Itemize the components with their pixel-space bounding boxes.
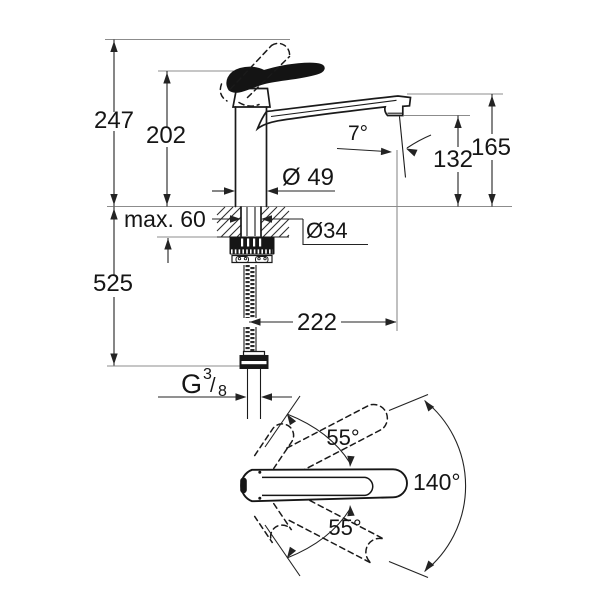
dim-label-140: 140° (413, 469, 461, 495)
handle-dashed-upper-stub (253, 423, 295, 470)
handle-dashed-lower-stub (253, 502, 293, 544)
mounting-shank (240, 206, 262, 237)
handle-top-solid (240, 468, 408, 503)
hose-fitting (239, 350, 269, 369)
handle-knob-mark (240, 477, 247, 494)
faucet-body (219, 42, 412, 208)
dim-angle-upper-55: 55° (264, 395, 360, 467)
dim-label-165: 165 (471, 134, 511, 161)
handle-inner-line (262, 476, 374, 497)
countertop-hatch (216, 206, 290, 238)
dim-outlet-angle: 7° (336, 122, 432, 157)
dim-label-thread: G 3 / 8 (181, 366, 227, 400)
dim-thread: G 3 / 8 (158, 366, 292, 401)
dim-label-max60: max. 60 (124, 206, 206, 232)
dim-spout-reach: 222 (249, 309, 397, 336)
dim-angle-lower-55: 55° (264, 505, 362, 577)
handle-dashed-lower (288, 495, 385, 564)
handle-dot-bottom (258, 496, 262, 500)
lever-raised-dashed (219, 42, 291, 107)
dim-angle-total-140: 140° (388, 393, 467, 579)
handle-outline (240, 468, 408, 503)
dim-label-202: 202 (146, 122, 186, 149)
dim-label-dia34: Ø34 (306, 218, 348, 243)
dim-label-55-lower: 55° (328, 515, 361, 540)
dim-shank-diameter: Ø34 (212, 215, 368, 246)
handle-dashed-upper (286, 403, 389, 473)
connection-tube (246, 368, 262, 419)
supply-hose (243, 265, 257, 355)
dim-label-dia49: Ø 49 (282, 164, 334, 191)
water-stream-line (398, 116, 407, 178)
spout-inner-line (270, 99, 397, 118)
dim-body-diameter: Ø 49 (212, 164, 335, 195)
dim-height-to-lever: 202 (146, 71, 186, 207)
handle-dot-top (258, 470, 262, 474)
faucet-lever (226, 62, 325, 93)
dim-outlet-height: 132 (433, 115, 473, 207)
dim-below-counter: 525 (93, 207, 133, 366)
top-view: 55° 55° 140° (240, 393, 467, 579)
dim-label-525: 525 (93, 270, 133, 297)
dim-max-counter-thickness: max. 60 (124, 206, 206, 263)
dim-label-247: 247 (94, 107, 134, 134)
dim-label-222: 222 (297, 309, 337, 336)
side-view: 247 202 525 max. 60 165 (93, 38, 512, 419)
mounting-nut (229, 236, 275, 264)
faucet-spout (255, 95, 412, 132)
dim-label-132: 132 (433, 146, 473, 173)
dim-label-7deg: 7° (348, 122, 368, 145)
nut-flange (231, 254, 273, 264)
dim-label-55-upper: 55° (326, 425, 359, 450)
dim-overall-height: 247 (94, 39, 134, 207)
dim-spout-top-height: 165 (471, 94, 511, 207)
